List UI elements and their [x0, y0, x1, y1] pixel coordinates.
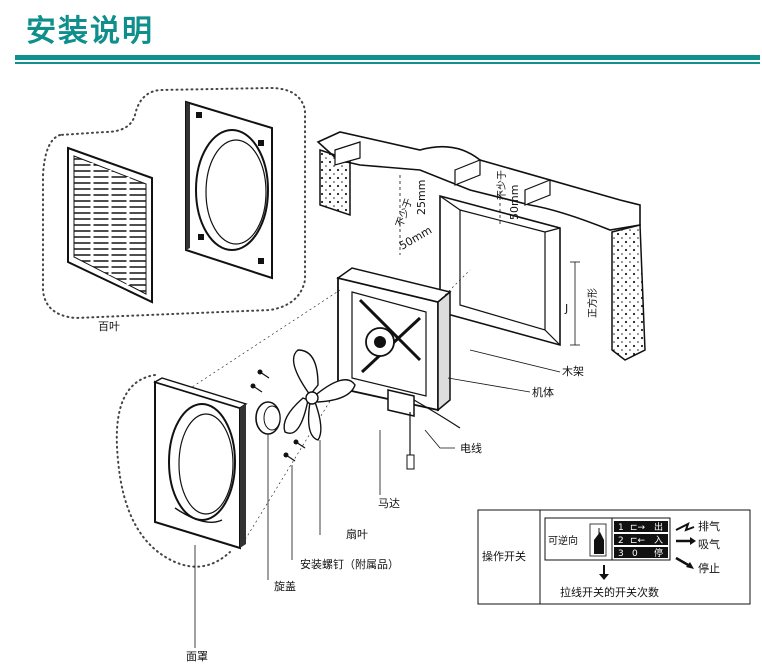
result-intake: 吸气	[698, 537, 720, 551]
leader-lines	[194, 349, 561, 648]
dim-note-2: 不少于	[394, 197, 416, 229]
label-body: 机体	[532, 385, 554, 399]
dim-note-1: 不少于	[496, 170, 508, 200]
mode-3-mode: 停	[654, 547, 663, 559]
control-label: 操作开关	[482, 549, 526, 563]
dim-square-note: 正方形	[586, 288, 599, 318]
face-cover-group	[115, 374, 248, 568]
label-louver: 百叶	[98, 320, 120, 333]
dim-square-symbol: J	[564, 302, 568, 315]
result-exhaust: 排气	[698, 519, 720, 533]
fan-blade	[283, 349, 356, 441]
reversible-label: 可逆向	[548, 534, 578, 547]
page-title: 安装说明	[26, 14, 154, 49]
dim-top-gap: 25mm	[415, 180, 428, 215]
control-panel	[477, 509, 751, 605]
mode-3-num: 3	[618, 549, 624, 559]
spinner-cap	[255, 401, 281, 435]
wall-structure	[316, 131, 646, 361]
result-stop: 停止	[698, 561, 720, 575]
label-motor: 马达	[378, 497, 400, 510]
label-cap: 旋盖	[274, 579, 296, 593]
mode-2-mode: 入	[654, 535, 663, 546]
label-wood-frame: 木架	[562, 365, 584, 378]
louver-group	[42, 86, 306, 320]
mode-1-num: 1	[618, 523, 624, 533]
label-screws: 安装螺钉（附属品）	[300, 557, 399, 571]
label-blade: 扇叶	[346, 527, 368, 541]
mode-3-icon: 0	[632, 549, 638, 559]
mode-2-icon: ⊏←	[630, 536, 646, 546]
louver-back-panel	[185, 100, 273, 280]
header-rule	[15, 55, 760, 60]
fan-body	[179, 267, 471, 549]
louver-grille	[67, 146, 153, 304]
mode-2-num: 2	[618, 536, 624, 546]
label-face-cover: 面罩	[186, 650, 208, 663]
screws	[250, 369, 306, 462]
label-wire: 电线	[460, 441, 482, 455]
mode-1-icon: ⊏→	[630, 523, 646, 533]
pull-note: 拉线开关的开关次数	[560, 585, 659, 599]
dim-side-min-1: 50mm	[508, 185, 521, 220]
header-rule-thin	[15, 62, 760, 64]
mode-1-mode: 出	[654, 521, 663, 533]
